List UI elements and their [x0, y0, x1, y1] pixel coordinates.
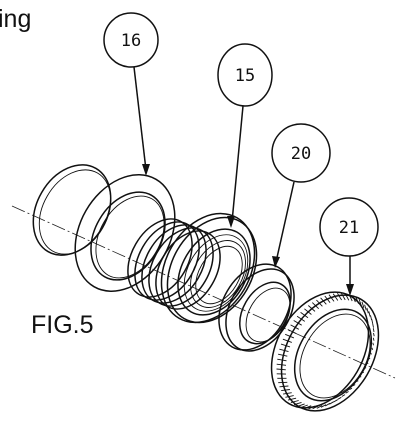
knurl-tick: [287, 397, 297, 401]
knurl-tick: [296, 315, 306, 322]
knurl-tick: [312, 405, 319, 410]
knurl-tick: [293, 320, 302, 326]
knurl-tick: [300, 404, 308, 409]
knurl-tick: [316, 405, 323, 409]
knurl-tick: [276, 363, 287, 366]
knurl-tick: [344, 293, 350, 301]
knurl-tick: [276, 368, 286, 371]
knurl-tick: [366, 362, 369, 364]
callout-16: 16: [103, 12, 159, 176]
knurl-tick: [285, 333, 295, 339]
knurl-tick: [293, 401, 302, 406]
knurl-tick: [279, 348, 289, 353]
knurl-tick: [349, 387, 353, 390]
knurl-tick: [290, 324, 300, 330]
knurl-tick: [280, 343, 291, 348]
knurl-tick: [368, 311, 371, 317]
knurl-tick: [366, 307, 369, 314]
callout-16-label: 16: [121, 31, 141, 51]
callout-21-label: 21: [339, 218, 359, 238]
knurl-tick: [320, 297, 327, 305]
knurl-tick: [364, 304, 367, 311]
knurl-tick: [371, 347, 374, 350]
knurl-tick: [297, 403, 305, 407]
knurl-tick: [278, 353, 288, 357]
knurl-tick: [356, 380, 359, 382]
knurl-tick: [329, 401, 334, 405]
knurl-tick: [337, 293, 342, 301]
part-20-washer: [218, 263, 295, 352]
knurl-tick: [372, 342, 374, 346]
part-21-knurled-nut: [270, 291, 380, 412]
knurl-tick: [341, 394, 346, 397]
knurl-tick: [304, 405, 312, 409]
knurl-tick: [328, 294, 335, 302]
knurl-tick: [345, 391, 349, 394]
knurl-tick: [332, 293, 339, 301]
part-15-threaded-body: [127, 212, 258, 324]
knurl-tick: [281, 389, 290, 392]
knurl-tick: [371, 319, 374, 324]
knurl-tick: [316, 299, 323, 307]
knurl-tick: [372, 323, 374, 328]
knurl-texture: [276, 292, 375, 410]
knurl-tick: [341, 292, 346, 301]
knurl-tick: [283, 392, 292, 395]
knurl-tick: [373, 332, 375, 337]
knurl-tick: [287, 329, 297, 334]
callout-20-label: 20: [291, 144, 311, 164]
knurl-tick: [277, 358, 287, 362]
cropped-heading-text: ing: [0, 5, 32, 33]
knurl-tick: [352, 384, 356, 387]
knurl-tick: [324, 402, 331, 407]
knurl-tick: [337, 396, 342, 400]
knurl-tick: [308, 405, 315, 410]
knurl-tick: [320, 404, 327, 408]
callout-15: 15: [217, 43, 273, 228]
callout-21: 21: [319, 197, 379, 296]
knurl-tick: [279, 385, 289, 388]
knurl-tick: [304, 308, 312, 315]
knurl-tick: [370, 315, 373, 321]
knurl-tick: [355, 297, 359, 304]
knurl-tick: [282, 338, 292, 343]
knurl-tick: [333, 399, 338, 403]
callout-20: 20: [271, 123, 331, 268]
knurl-tick: [370, 352, 372, 355]
knurl-tick: [308, 305, 316, 312]
knurl-tick: [311, 302, 320, 310]
figure-label: FIG.5: [31, 311, 94, 339]
knurl-tick: [358, 299, 362, 306]
knurl-tick: [361, 301, 365, 308]
knurl-tick: [324, 295, 331, 303]
knurl-tick: [352, 295, 356, 303]
knurl-tick: [300, 312, 309, 319]
knurl-tick: [348, 294, 353, 302]
knurl-tick: [285, 395, 294, 398]
knurl-tick: [368, 357, 371, 360]
knurl-tick: [372, 337, 375, 341]
callout-15-label: 15: [235, 66, 255, 86]
knurl-tick: [290, 400, 299, 404]
disc-cap: [32, 164, 112, 256]
knurl-tick: [372, 328, 375, 332]
